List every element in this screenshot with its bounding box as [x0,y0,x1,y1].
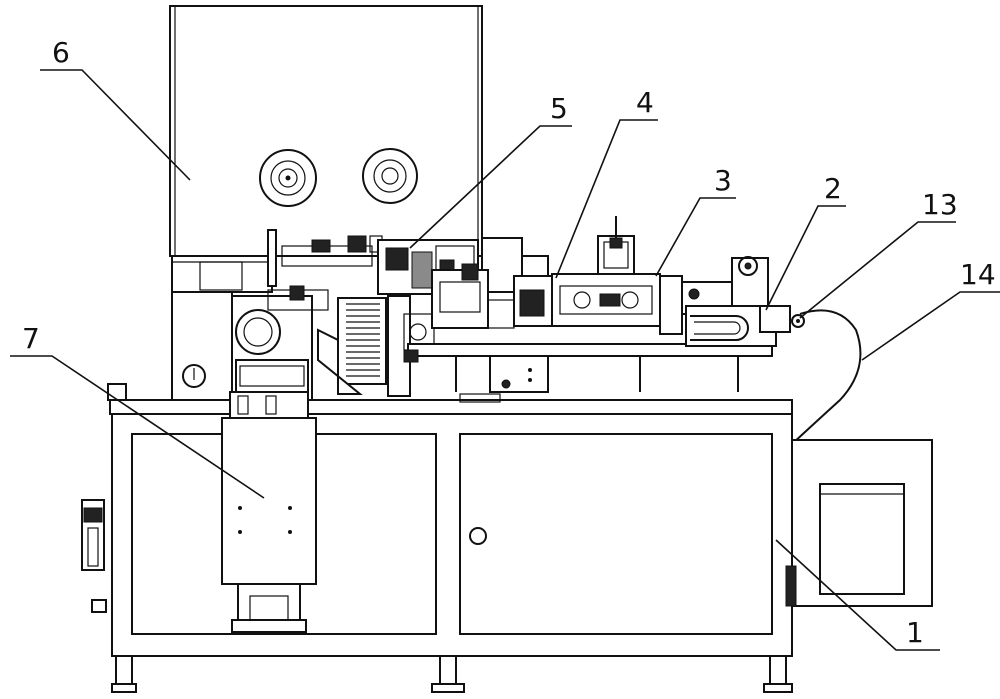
label-2: 2 [824,172,842,205]
door-knob [469,527,487,545]
label-6: 6 [52,36,70,69]
label-4: 4 [636,86,654,119]
reel-right [362,148,418,204]
label-1: 1 [906,616,924,649]
label-3: 3 [714,164,732,197]
reel-left [259,149,317,207]
mechanism-area [231,216,805,403]
leader-lines [10,69,1000,651]
vertical-box [221,391,317,635]
side-box [785,439,933,607]
upper-cabinet [169,5,483,403]
curved-guide [791,309,862,445]
label-7: 7 [22,322,40,355]
label-14: 14 [960,258,996,291]
top-plate [109,399,793,415]
part-labels: 6 5 4 3 2 13 14 7 1 [22,36,996,649]
label-5: 5 [550,92,568,125]
label-13: 13 [922,188,958,221]
base-frame [81,413,793,693]
stack-stripes [346,303,380,377]
